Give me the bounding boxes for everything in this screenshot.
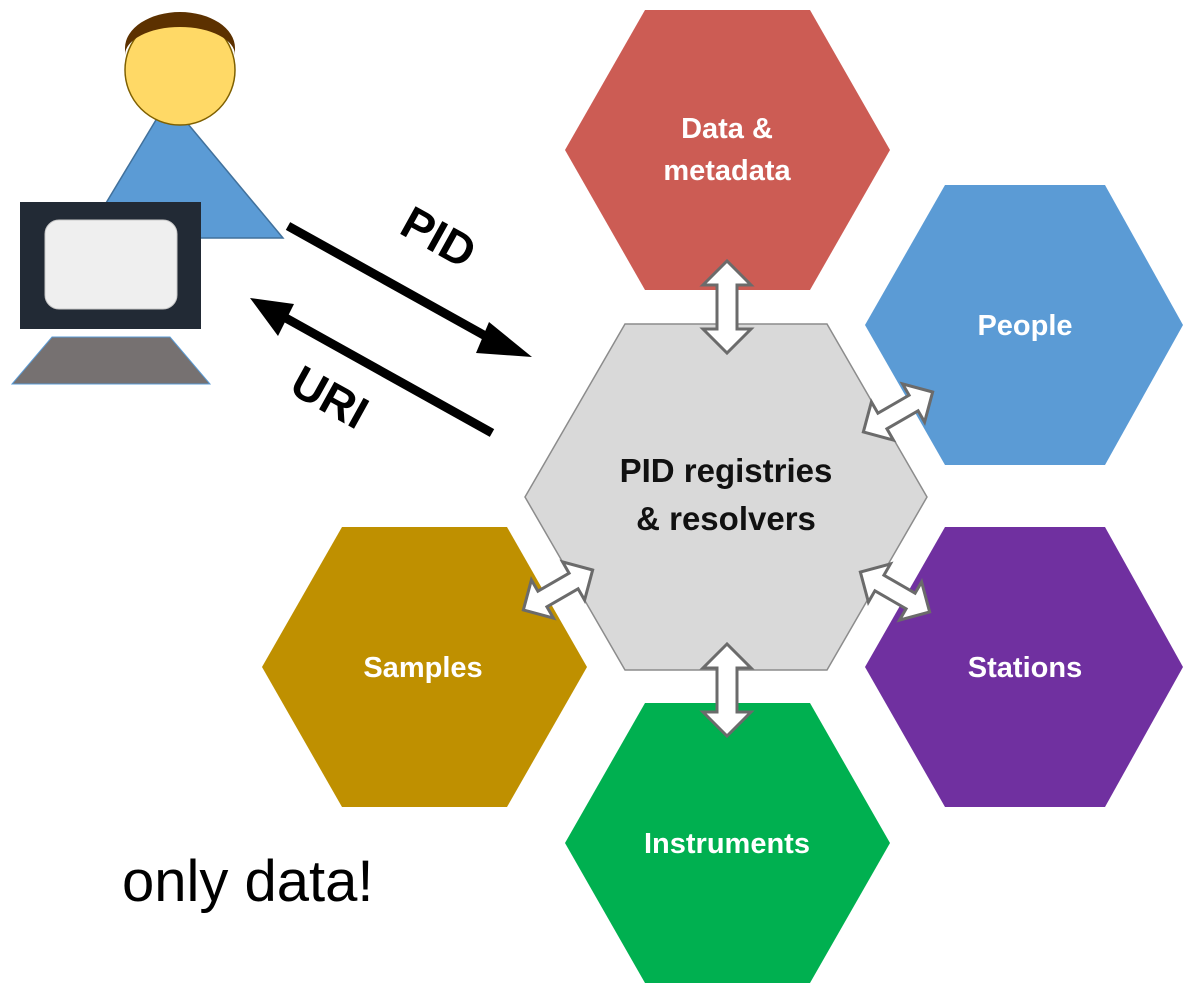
samples-label: Samples [363,652,482,684]
connector-samples [521,559,595,621]
caption-text: only data! [122,849,374,914]
connector-people [861,381,935,443]
connector-stations [858,561,932,623]
double-arrow-icon [521,559,595,621]
keyboard-base [10,336,212,385]
double-arrow-icon [861,381,935,443]
connector-instruments [699,641,755,739]
data-metadata-hexagon [565,10,890,290]
uri-label: URI [283,355,378,439]
stations-label: Stations [968,652,1082,684]
pid-label: PID [393,196,485,279]
center-hexagon [524,323,928,671]
data-metadata-label-line1: Data & [681,113,773,145]
node-stations: Stations [865,527,1183,807]
people-label: People [977,310,1072,342]
node-pid-registries: PID registries & resolvers [524,323,928,671]
center-label-line1: PID registries [620,452,833,489]
double-arrow-icon [699,641,755,739]
node-data-metadata: Data & metadata [565,10,890,290]
double-arrow-icon [858,561,932,623]
pid-arrow-head [476,322,532,357]
person-hair [125,12,235,56]
pid-arrow-shaft [285,222,501,347]
computer-icon [10,202,212,385]
center-label-line2: & resolvers [636,500,816,537]
pid-arrow: PID [285,196,532,357]
stations-hexagon [865,527,1183,807]
node-samples: Samples [262,527,587,807]
node-people: People [865,185,1183,465]
samples-hexagon [262,527,587,807]
people-hexagon [865,185,1183,465]
instruments-hexagon [565,703,890,983]
double-arrow-icon [699,258,755,356]
user-figure [10,12,285,385]
data-metadata-label-line2: metadata [663,155,791,187]
instruments-label: Instruments [644,828,810,860]
connector-data-metadata [699,258,755,356]
node-instruments: Instruments [565,703,890,983]
uri-arrow-shaft [281,313,495,437]
uri-arrow-head [250,298,294,336]
monitor-screen [44,219,178,310]
